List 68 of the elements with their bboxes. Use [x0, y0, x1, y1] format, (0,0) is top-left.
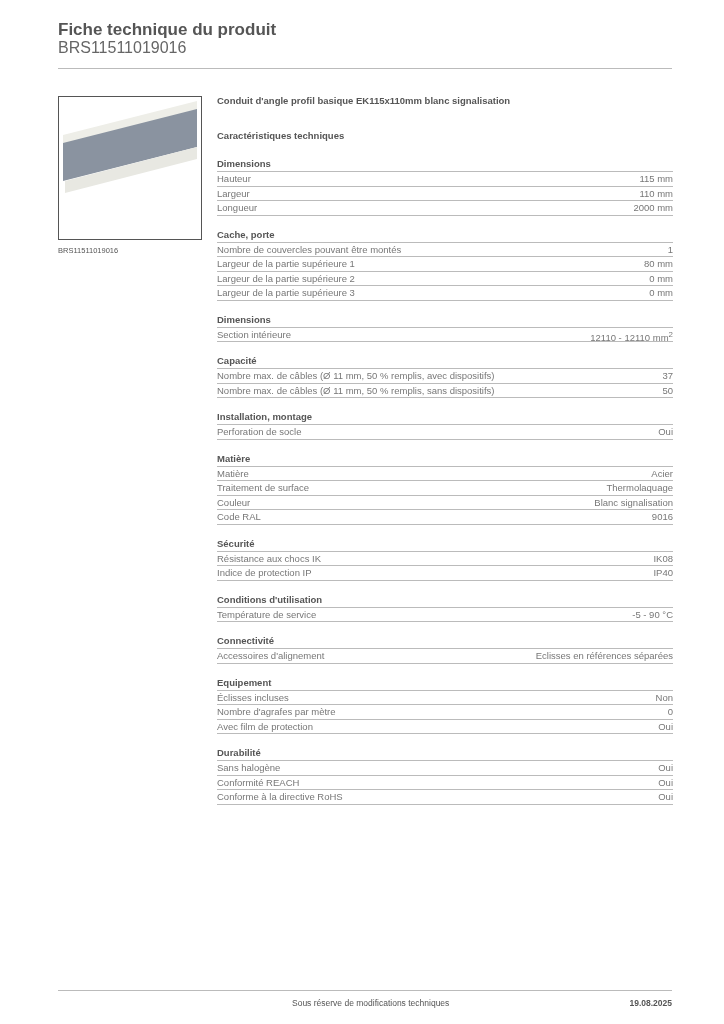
property-value: Non: [655, 690, 673, 704]
group-heading: Equipement: [217, 676, 673, 691]
section-heading: Caractéristiques techniques: [217, 130, 346, 141]
property-value: IP40: [653, 566, 673, 580]
page-title: Fiche technique du produit: [58, 20, 277, 40]
product-code: BRS11511019016: [58, 39, 187, 57]
property-value: 0: [667, 705, 673, 719]
property-name: Indice de protection IP: [217, 566, 312, 580]
group-heading: Cache, porte: [217, 228, 673, 243]
property-name: Traitement de surface: [217, 481, 310, 495]
group-heading: Durabilité: [217, 747, 673, 761]
footer-note: Sous réserve de modifications techniques: [292, 998, 450, 1008]
property-value: Oui: [658, 775, 673, 789]
property-name: Nombre max. de câbles (Ø 11 mm, 50 % remplis, avec dispositifs): [217, 369, 495, 383]
group-heading: Capacité: [217, 355, 673, 369]
property-value: Oui: [658, 790, 673, 804]
property-name: Couleur: [217, 495, 251, 509]
group-heading: Connectivité: [217, 635, 673, 649]
property-value: IK08: [653, 551, 673, 565]
property-value: 115 mm: [639, 172, 673, 186]
property-name: Longueur: [217, 201, 258, 215]
property-name: Résistance aux chocs IK: [217, 551, 322, 565]
group-heading: Matière: [217, 452, 673, 467]
property-value: 0 mm: [649, 271, 673, 285]
property-value: 12110 - 12110 mm$^{2}$: [590, 328, 673, 341]
property-name: Conforme à la directive RoHS: [217, 790, 343, 804]
property-name: Nombre max. de câbles (Ø 11 mm, 50 % remplis, sans dispositifs): [217, 383, 495, 397]
property-value: 80 mm: [643, 257, 673, 271]
property-name: Perforation de socle: [217, 425, 302, 439]
property-value: 0 mm: [649, 286, 673, 300]
property-name: Avec film de protection: [217, 719, 313, 733]
property-value: 2000 mm: [633, 201, 673, 215]
property-name: Code RAL: [217, 510, 261, 524]
product-photo: [58, 96, 202, 240]
group-heading: Sécurité: [217, 537, 673, 552]
group-heading: Dimensions: [217, 158, 673, 172]
property-value: Acier: [651, 466, 673, 480]
property-name: Largeur de la partie supérieure 3: [217, 286, 355, 300]
property-value: Oui: [658, 761, 673, 775]
property-name: Matière: [217, 466, 249, 480]
property-name: Nombre d'agrafes par mètre: [217, 705, 336, 719]
group-heading: Dimensions: [217, 313, 673, 328]
property-value: Oui: [658, 425, 673, 439]
property-name: Section intérieure: [217, 327, 291, 341]
property-value: 9016: [651, 510, 673, 524]
property-value: Oui: [658, 719, 673, 733]
group-heading: Installation, montage: [217, 411, 673, 425]
group-heading: Conditions d'utilisation: [217, 593, 673, 608]
property-name: Sans halogène: [217, 761, 281, 775]
property-value: Eclisses en références séparées: [535, 649, 673, 663]
product-name: Conduit d'angle profil basique EK115x110mm blanc signalisation: [217, 95, 512, 106]
property-name: Éclisses incluses: [217, 690, 289, 704]
property-name: Accessoires d'alignement: [217, 649, 325, 663]
property-value: Thermolaquage: [606, 481, 673, 495]
footer-date: 19.08.2025: [629, 998, 672, 1008]
property-value: 50: [662, 383, 673, 397]
property-name: Hauteur: [217, 172, 251, 186]
property-name: Largeur de la partie supérieure 1: [217, 257, 355, 271]
property-name: Nombre de couvercles pouvant être montés: [217, 242, 402, 256]
property-value: -5 - 90 °C: [632, 607, 673, 621]
property-value: 1: [667, 242, 673, 256]
property-name: Largeur: [217, 186, 250, 200]
property-name: Largeur de la partie supérieure 2: [217, 271, 355, 285]
property-value: 110 mm: [639, 186, 673, 200]
property-name: Conformité REACH: [217, 775, 300, 789]
property-name: Température de service: [217, 607, 317, 621]
property-value: Blanc signalisation: [594, 495, 673, 509]
property-value: 37: [662, 369, 673, 383]
